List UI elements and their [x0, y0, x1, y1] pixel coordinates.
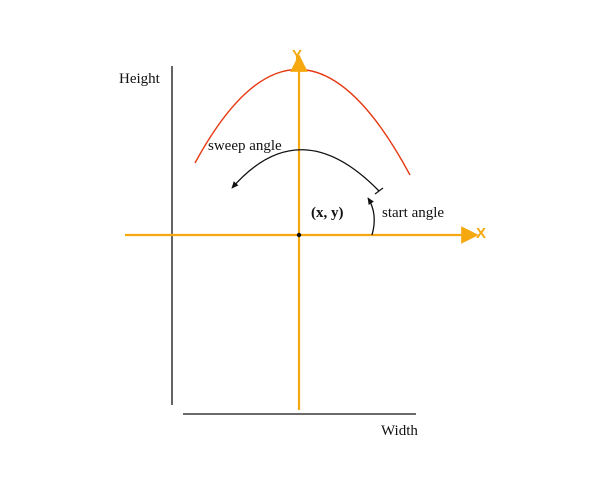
height-label: Height — [119, 71, 161, 87]
width-label: Width — [381, 423, 418, 439]
sweep-angle-label: sweep angle — [208, 138, 282, 154]
sweep-angle-start-tick — [374, 187, 384, 195]
x-axis-label: X — [476, 225, 486, 242]
origin-label: (x, y) — [311, 205, 344, 221]
ellipse-arc — [194, 68, 411, 176]
sweep-angle-arc — [231, 149, 380, 192]
start-angle-arc — [367, 197, 375, 236]
origin-point — [296, 232, 302, 238]
start-angle-label: start angle — [382, 205, 444, 221]
y-axis-label: Y — [292, 47, 302, 64]
